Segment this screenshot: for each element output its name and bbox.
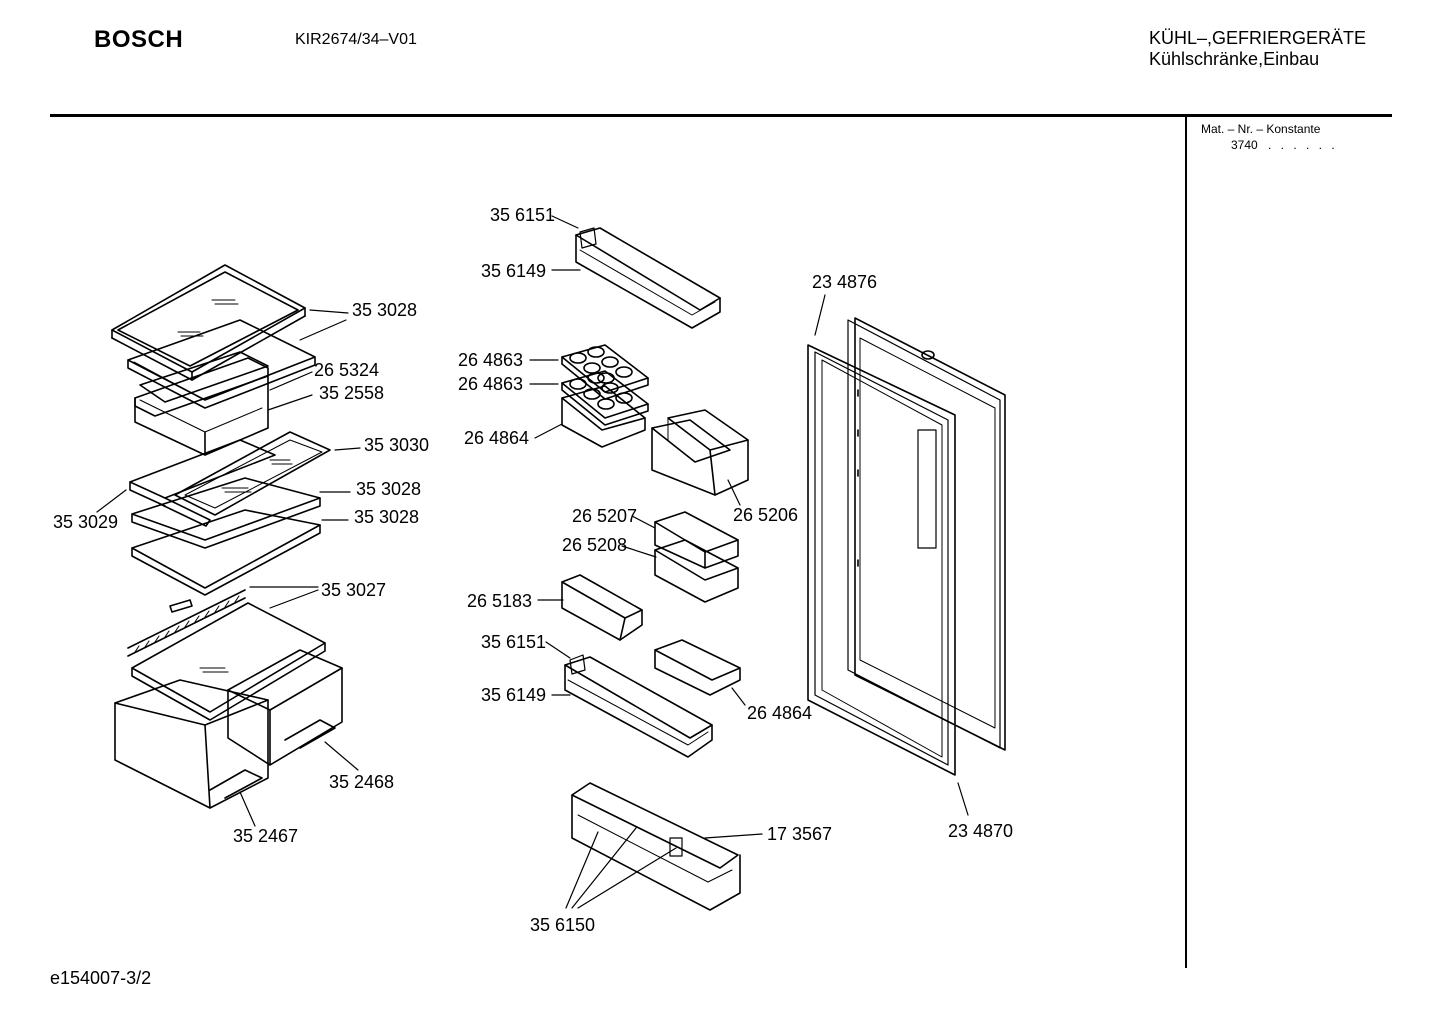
egg-bin-264864-bottom (654, 639, 741, 696)
part-label-264864-bottom: 26 4864 (747, 703, 812, 723)
glass-shelf-353028-a (111, 264, 306, 381)
part-label-234876: 23 4876 (812, 272, 877, 292)
shelf-frame-265324 (127, 319, 316, 409)
crisper-cover-glass (131, 602, 326, 721)
side-panel-divider (1185, 116, 1187, 968)
part-label-356151-top: 35 6151 (490, 205, 555, 225)
part-label-264863-a: 26 4863 (458, 350, 523, 370)
part-label-265208: 26 5208 (562, 535, 627, 555)
part-label-356149-top: 35 6149 (481, 261, 546, 281)
split-shelf-353030 (129, 431, 331, 527)
door-rack-356149-top (575, 227, 721, 329)
crisper-drawer-352467 (114, 679, 269, 809)
category-subtitle: Kühlschränke,Einbau (1149, 49, 1320, 69)
part-label-265183: 26 5183 (467, 591, 532, 611)
part-label-265206: 26 5206 (733, 505, 798, 525)
part-label-356149-bottom: 35 6149 (481, 685, 546, 705)
model-number: KIR2674/34–V01 (295, 31, 417, 48)
mat-nr-label: Mat. – Nr. – Konstante (1201, 122, 1321, 136)
part-label-352467: 35 2467 (233, 826, 298, 846)
glass-shelf-353028-c (131, 509, 321, 596)
drawing-reference: e154007-3/2 (50, 968, 152, 988)
category-title: KÜHL–,GEFRIERGERÄTE (1149, 28, 1367, 48)
part-label-353028-c: 35 3028 (354, 507, 419, 527)
door-inner-panel-234876 (847, 317, 1006, 751)
part-label-264863-b: 26 4863 (458, 374, 523, 394)
part-label-352558: 35 2558 (319, 383, 384, 403)
part-label-356150: 35 6150 (530, 915, 595, 935)
part-label-264864-top: 26 4864 (464, 428, 529, 448)
bin-265207 (654, 511, 739, 569)
bin-265206 (651, 409, 749, 496)
shelf-strip-353027 (127, 589, 246, 657)
door-rack-356149-bottom (564, 654, 713, 758)
header-divider (50, 114, 1392, 117)
mat-nr-dots: . . . . . . (1268, 138, 1338, 152)
egg-tray-264863-b (561, 370, 649, 426)
bin-265208 (654, 539, 739, 603)
egg-bin-264864-top (561, 385, 646, 448)
part-label-353027: 35 3027 (321, 580, 386, 600)
part-label-265324: 26 5324 (314, 360, 379, 380)
door-gasket-234870 (807, 344, 956, 776)
part-label-356151-bottom: 35 6151 (481, 632, 546, 652)
part-label-352468: 35 2468 (329, 772, 394, 792)
tray-352558 (134, 351, 269, 456)
part-label-353029: 35 3029 (53, 512, 118, 532)
bin-265183 (561, 574, 643, 641)
mat-nr-value: 3740 (1231, 138, 1258, 152)
part-label-173567: 17 3567 (767, 824, 832, 844)
part-label-234870: 23 4870 (948, 821, 1013, 841)
part-label-353028-a: 35 3028 (352, 300, 417, 320)
crisper-drawer-352468 (227, 649, 343, 766)
brand-logo: BOSCH (94, 26, 184, 53)
part-label-353030: 35 3030 (364, 435, 429, 455)
leader-lines (96, 215, 969, 909)
part-label-265207: 26 5207 (572, 506, 637, 526)
part-label-353028-b: 35 3028 (356, 479, 421, 499)
door-rack-356150 (571, 782, 741, 911)
